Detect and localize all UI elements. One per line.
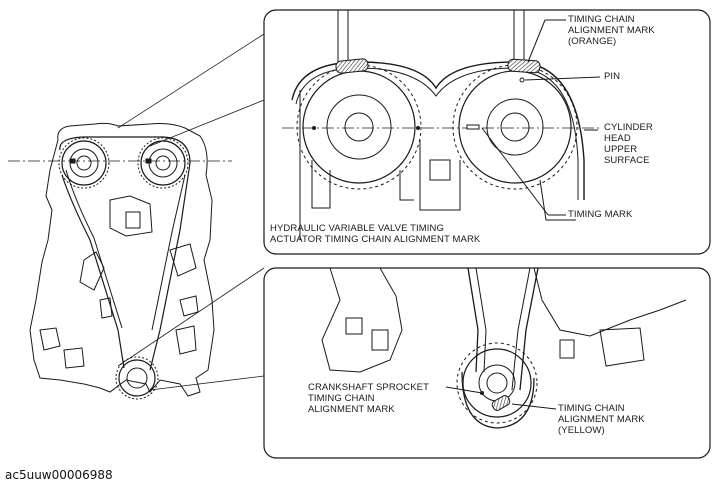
- upper-detail: [282, 10, 601, 240]
- orange-chain-mark-right: [507, 58, 541, 74]
- crank-sprocket-overview: [118, 359, 156, 397]
- engine-overview: [8, 122, 232, 400]
- label-crankshaft-sprocket-mark: CRANKSHAFT SPROCKET TIMING CHAIN ALIGNME…: [308, 382, 430, 415]
- label-cylinder-head-upper-surface: CYLINDER HEAD UPPER SURFACE: [604, 122, 653, 166]
- lower-detail: [321, 267, 687, 429]
- lower-detail-frame: [263, 267, 711, 459]
- intake-cam-sprocket: [61, 140, 107, 186]
- label-hvvt-actuator-mark: HYDRAULIC VARIABLE VALVE TIMING ACTUATOR…: [270, 223, 481, 245]
- pin-marker: [519, 77, 525, 83]
- callout-lines: [117, 33, 265, 391]
- yellow-chain-mark: [491, 395, 511, 411]
- label-timing-chain-mark-orange: TIMING CHAIN ALIGNMENT MARK (ORANGE): [568, 14, 655, 47]
- label-timing-mark: TIMING MARK: [568, 209, 633, 220]
- figure-caption: ac5uuw00006988: [5, 468, 113, 482]
- label-pin: PIN: [604, 71, 621, 82]
- orange-chain-mark-left: [335, 58, 369, 74]
- label-timing-chain-mark-yellow: TIMING CHAIN ALIGNMENT MARK (YELLOW): [558, 403, 645, 436]
